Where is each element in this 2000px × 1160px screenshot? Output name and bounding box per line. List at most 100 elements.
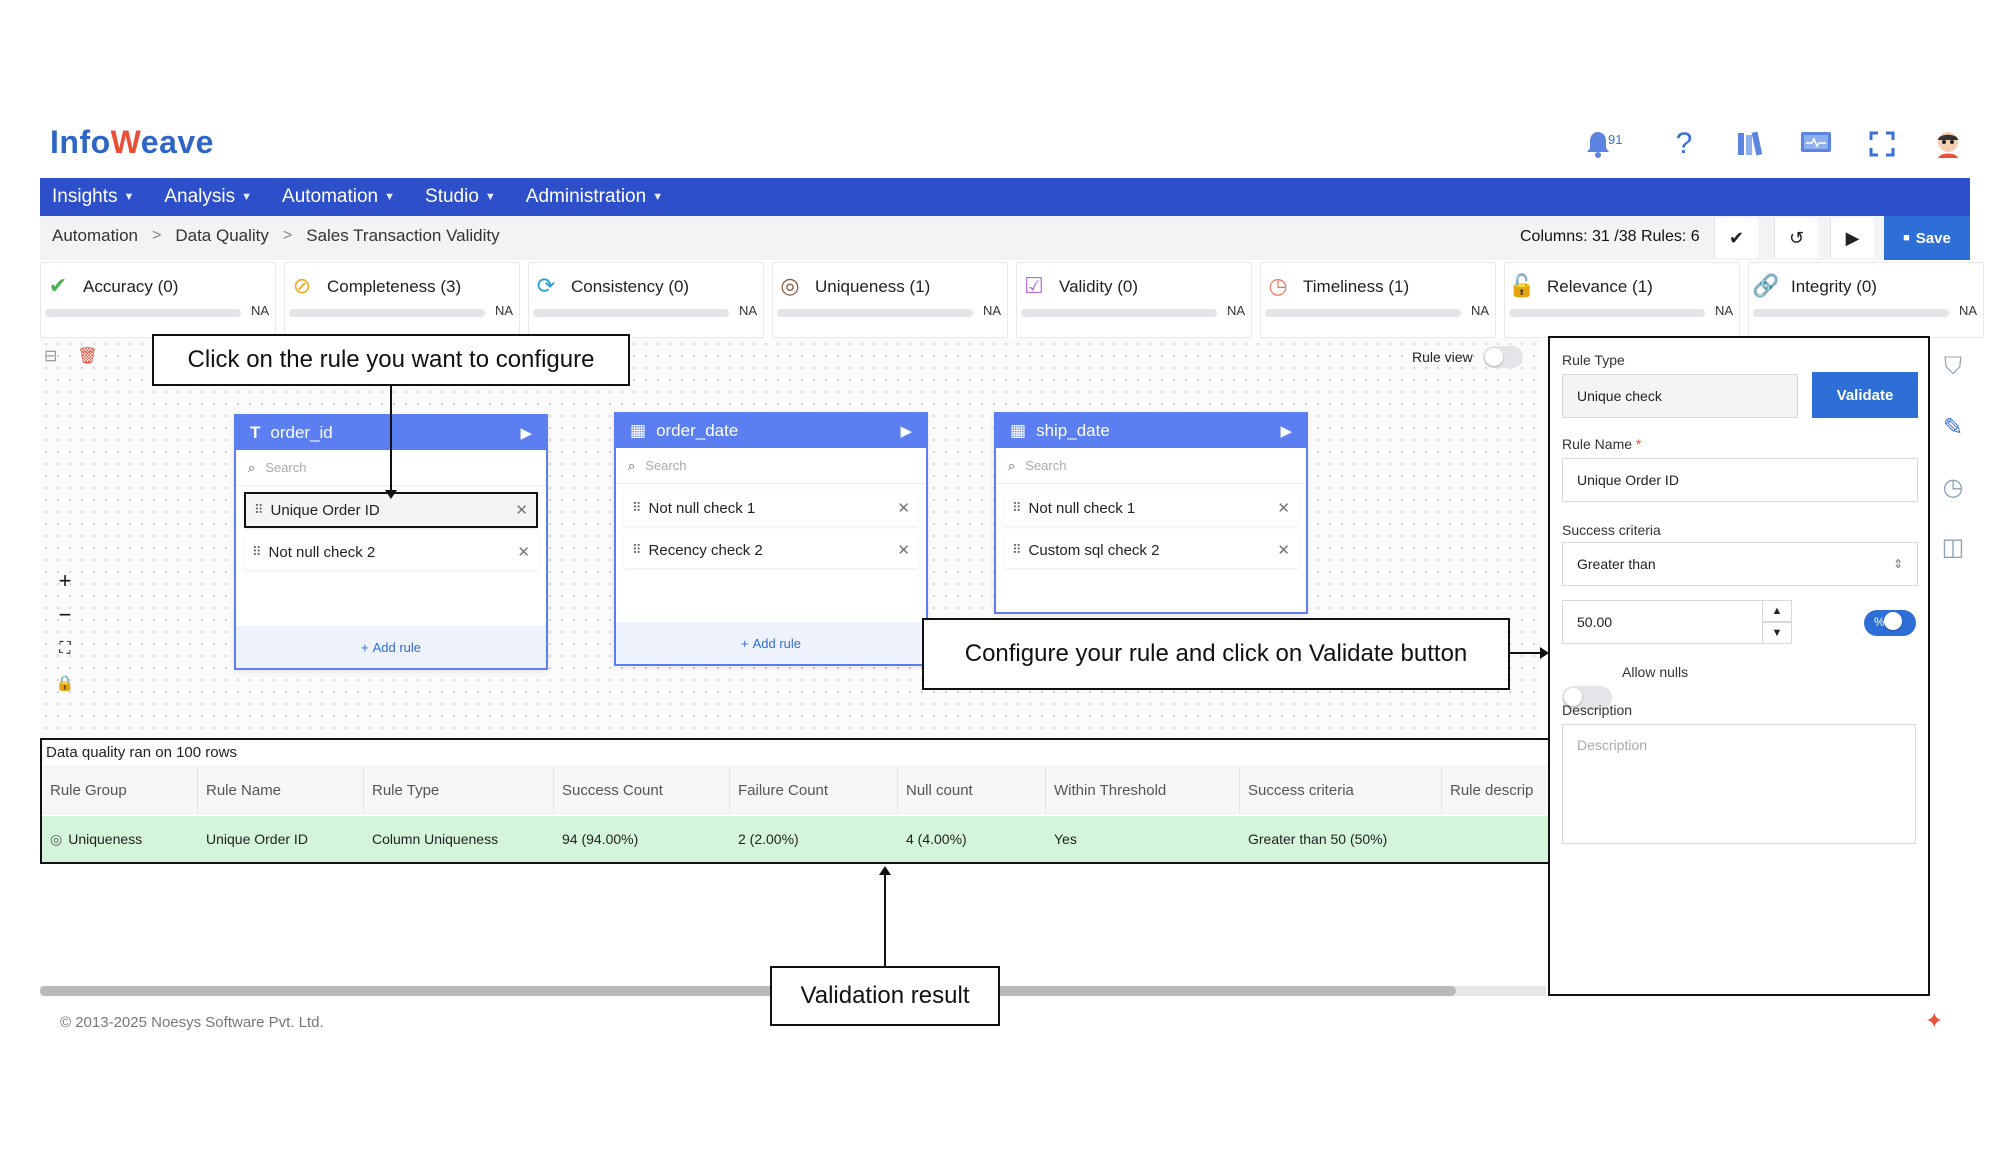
rule-name-label-text: Rule Name <box>1562 436 1633 452</box>
drag-handle-icon[interactable]: ⠿ <box>1012 500 1021 515</box>
category-progress-bar <box>1509 309 1705 317</box>
close-icon[interactable]: ✕ <box>1277 542 1290 559</box>
drag-handle-icon[interactable]: ⠿ <box>632 542 641 557</box>
help-icon[interactable]: ? <box>1675 127 1693 160</box>
avatar[interactable] <box>1930 126 1966 162</box>
rule-item[interactable]: ⠿ Not null check 1 ✕ <box>1004 490 1298 526</box>
category-tile[interactable]: ⊘Completeness (3)NA <box>284 262 520 338</box>
drag-handle-icon[interactable]: ⠿ <box>252 544 261 559</box>
cell-success-count: 94 (94.00%) <box>562 831 639 847</box>
callout-line <box>884 874 886 966</box>
column-card-order-id[interactable]: T order_id ▶ ⌕ Search ⠿ Unique Order ID … <box>234 414 548 670</box>
card-header[interactable]: ▦ ship_date ▶ <box>996 414 1306 448</box>
col-failure-count[interactable]: Failure Count <box>730 767 898 813</box>
callout-validate-rule: Configure your rule and click on Validat… <box>922 618 1510 690</box>
monitor-icon[interactable] <box>1798 126 1834 162</box>
drag-handle-icon[interactable]: ⠿ <box>632 500 641 515</box>
validate-button[interactable]: Validate <box>1812 372 1918 418</box>
breadcrumb-data-quality[interactable]: Data Quality <box>175 226 269 245</box>
col-success-criteria[interactable]: Success criteria <box>1240 767 1442 813</box>
rule-name-input[interactable]: Unique Order ID <box>1562 458 1918 502</box>
clock-icon[interactable]: ◷ <box>1942 473 1964 501</box>
col-within-threshold[interactable]: Within Threshold <box>1046 767 1240 813</box>
save-label: Save <box>1915 229 1951 247</box>
nav-item-insights[interactable]: Insights▼ <box>52 186 134 208</box>
drag-handle-icon[interactable]: ⠿ <box>1012 542 1021 557</box>
check-square-icon: ☑ <box>1024 273 1044 298</box>
library-icon[interactable] <box>1732 126 1768 162</box>
card-search[interactable]: ⌕ Search <box>996 448 1306 484</box>
card-search[interactable]: ⌕ Search <box>616 448 926 484</box>
play-icon: ▶ <box>1845 227 1860 248</box>
col-rule-description[interactable]: Rule descrip <box>1450 781 1534 799</box>
nav-item-studio[interactable]: Studio▼ <box>425 186 496 208</box>
shield-check-icon[interactable]: ⛉ <box>1944 353 1962 380</box>
category-progress-bar <box>289 309 485 317</box>
col-success-count[interactable]: Success Count <box>554 767 730 813</box>
category-tile[interactable]: ◎Uniqueness (1)NA <box>772 262 1008 338</box>
card-header[interactable]: ▦ order_date ▶ <box>616 414 926 448</box>
save-button[interactable]: ■Save <box>1884 216 1970 260</box>
category-tile[interactable]: ◷Timeliness (1)NA <box>1260 262 1496 338</box>
trash-icon[interactable]: 🗑 <box>77 348 98 365</box>
add-rule-button[interactable]: +Add rule <box>616 622 926 664</box>
collapse-icon[interactable]: ⊟ <box>44 348 58 365</box>
col-rule-group[interactable]: Rule Group <box>42 767 198 813</box>
breadcrumb-automation[interactable]: Automation <box>52 226 138 245</box>
close-icon[interactable]: ✕ <box>897 500 910 517</box>
fullscreen-icon[interactable] <box>1864 126 1900 162</box>
search-placeholder: Search <box>645 458 687 473</box>
play-icon[interactable]: ▶ <box>900 423 912 440</box>
category-score: NA <box>982 303 1001 318</box>
success-criteria-select[interactable]: Greater than ⇕ <box>1562 542 1918 586</box>
stepper-up-icon[interactable]: ▲ <box>1762 600 1792 622</box>
col-rule-name[interactable]: Rule Name <box>198 767 364 813</box>
chevron-updown-icon: ⇕ <box>1892 557 1903 571</box>
close-icon[interactable]: ✕ <box>517 544 530 561</box>
nav-item-administration[interactable]: Administration▼ <box>526 186 663 208</box>
search-icon: ⌕ <box>1008 457 1016 473</box>
lock-icon[interactable]: 🔒 <box>55 675 75 692</box>
history-button[interactable]: ↺ <box>1774 218 1818 258</box>
category-tile[interactable]: ☑Validity (0)NA <box>1016 262 1252 338</box>
category-tile[interactable]: 🔗Integrity (0)NA <box>1748 262 1984 338</box>
nav-item-automation[interactable]: Automation▼ <box>282 186 395 208</box>
bell-icon[interactable]: 91 <box>1580 126 1622 162</box>
fit-view-icon[interactable]: ⛶ <box>59 640 71 657</box>
scrollbar-thumb[interactable] <box>40 986 1456 996</box>
play-icon[interactable]: ▶ <box>1280 423 1292 440</box>
percent-toggle[interactable]: % <box>1864 610 1916 636</box>
stepper-down-icon[interactable]: ▼ <box>1762 622 1792 644</box>
rule-view-toggle[interactable] <box>1482 346 1523 368</box>
category-tile[interactable]: 🔓Relevance (1)NA <box>1504 262 1740 338</box>
panel-layout-icon[interactable]: ◫ <box>1941 533 1965 561</box>
column-card-ship-date[interactable]: ▦ ship_date ▶ ⌕ Search ⠿ Not null check … <box>994 412 1308 614</box>
run-button[interactable]: ▶ <box>1830 218 1874 258</box>
results-title: Data quality ran on 100 rows <box>46 744 237 761</box>
rule-type-field[interactable]: Unique check <box>1562 374 1798 418</box>
nav-item-analysis[interactable]: Analysis▼ <box>164 186 252 208</box>
drag-handle-icon[interactable]: ⠿ <box>254 502 263 517</box>
play-icon[interactable]: ▶ <box>520 425 532 442</box>
threshold-stepper[interactable]: 50.00 <box>1562 600 1792 644</box>
add-rule-button[interactable]: +Add rule <box>236 626 546 668</box>
rule-item[interactable]: ⠿ Not null check 1 ✕ <box>624 490 918 526</box>
zoom-out-icon[interactable]: − <box>58 602 72 627</box>
allow-nulls-toggle[interactable] <box>1562 686 1612 710</box>
check-button[interactable]: ✔ <box>1714 218 1758 258</box>
edit-icon[interactable]: ✎ <box>1942 413 1964 441</box>
column-card-order-date[interactable]: ▦ order_date ▶ ⌕ Search ⠿ Not null check… <box>614 412 928 666</box>
description-input[interactable]: Description <box>1562 724 1916 844</box>
rule-item[interactable]: ⠿ Custom sql check 2 ✕ <box>1004 532 1298 568</box>
category-tile[interactable]: ⟳Consistency (0)NA <box>528 262 764 338</box>
category-tile[interactable]: ✔Accuracy (0)NA <box>40 262 276 338</box>
close-icon[interactable]: ✕ <box>1277 500 1290 517</box>
col-rule-type[interactable]: Rule Type <box>364 767 554 813</box>
table-row[interactable]: ◎Uniqueness Unique Order ID Column Uniqu… <box>42 816 1548 862</box>
rule-item[interactable]: ⠿ Not null check 2 ✕ <box>244 534 538 570</box>
rule-item[interactable]: ⠿ Recency check 2 ✕ <box>624 532 918 568</box>
zoom-in-icon[interactable]: + <box>58 568 72 593</box>
close-icon[interactable]: ✕ <box>897 542 910 559</box>
close-icon[interactable]: ✕ <box>515 502 528 519</box>
col-null-count[interactable]: Null count <box>898 767 1046 813</box>
